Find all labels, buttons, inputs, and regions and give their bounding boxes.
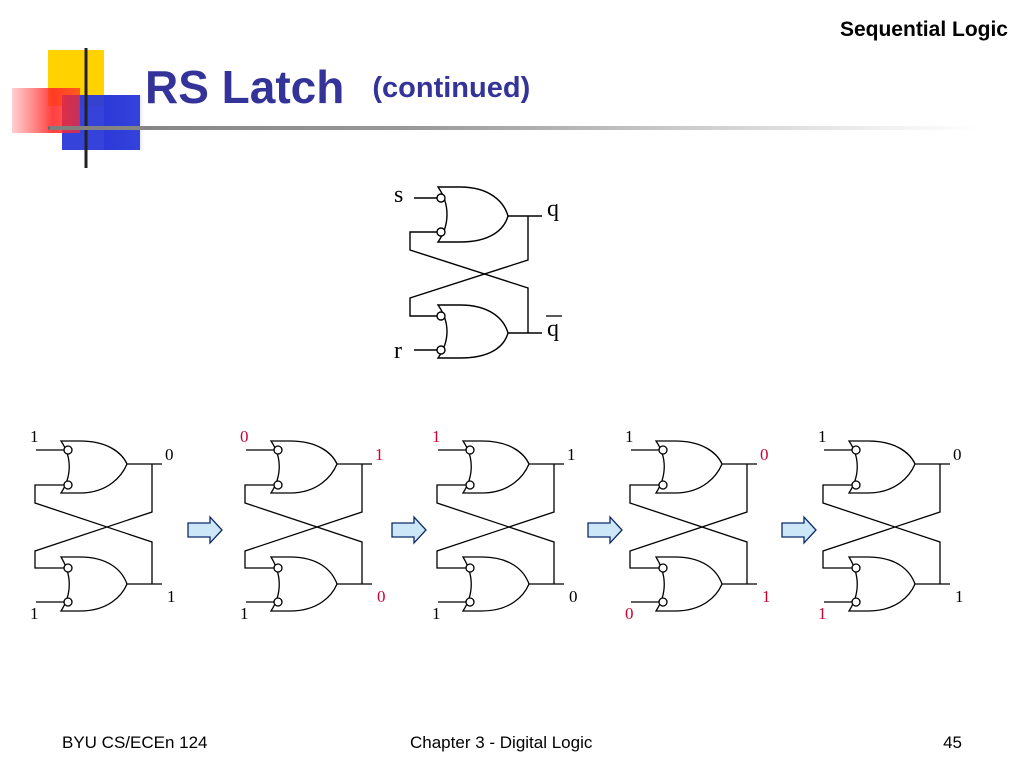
s-value: 0	[240, 427, 249, 446]
page-number: 45	[943, 733, 962, 752]
latch-stage-2: 0 1 0 1	[240, 427, 386, 623]
top-nand-gate	[436, 186, 509, 243]
feedback-wire-1	[409, 231, 529, 333]
feedback-wire-1	[436, 484, 555, 584]
bottom-gate-bubble-2	[273, 597, 283, 607]
section-label: Sequential Logic	[839, 18, 1008, 41]
feedback-wire-1	[244, 484, 363, 584]
bottom-gate-bubble-1	[658, 563, 668, 573]
r-value: 1	[240, 604, 249, 623]
qbar-value: 0	[569, 587, 578, 606]
bottom-gate-bubble-1	[273, 563, 283, 573]
bottom-nand-gate	[436, 304, 509, 359]
top-gate-bubble-2	[63, 480, 73, 490]
top-nand-gate	[269, 440, 338, 494]
bottom-gate-bubble-2	[658, 597, 668, 607]
bottom-gate-bubble-2	[436, 345, 446, 355]
qbar-value: 1	[167, 587, 176, 606]
top-nand-gate	[654, 440, 723, 494]
top-gate-bubble-1	[465, 445, 475, 455]
q-value: 1	[375, 445, 384, 464]
bottom-gate-bubble-2	[851, 597, 861, 607]
bottom-gate-bubble-1	[851, 563, 861, 573]
q-label: q	[547, 196, 559, 222]
q-value: 0	[953, 445, 962, 464]
bottom-nand-gate	[59, 556, 128, 612]
rs-latch-diagram: s r q q	[394, 182, 562, 364]
q-value: 0	[165, 445, 174, 464]
footer-chapter: Chapter 3 - Digital Logic	[410, 733, 593, 752]
s-value: 1	[818, 427, 827, 446]
r-value: 0	[625, 604, 634, 623]
slide-title: RS Latch (continued)	[145, 60, 530, 114]
top-gate-bubble-2	[436, 227, 446, 237]
feedback-wire-1	[629, 484, 748, 584]
feedback-wire-1	[34, 484, 153, 584]
top-gate-bubble-2	[273, 480, 283, 490]
feedback-wire-2	[436, 464, 555, 569]
bottom-gate-bubble-1	[63, 563, 73, 573]
bottom-nand-gate	[461, 556, 530, 612]
top-nand-gate	[59, 440, 128, 494]
latch-stage-5: 1 0 1 1	[818, 427, 964, 623]
bottom-nand-gate	[269, 556, 338, 612]
r-label: r	[394, 338, 402, 364]
top-gate-bubble-2	[658, 480, 668, 490]
footer-course: BYU CS/ECEn 124	[62, 733, 208, 752]
top-gate-bubble-1	[63, 445, 73, 455]
r-value: 1	[818, 604, 827, 623]
s-value: 1	[432, 427, 441, 446]
top-gate-bubble-1	[273, 445, 283, 455]
latch-stage-1: 1 0 1 1	[30, 427, 176, 623]
qbar-value: 0	[377, 587, 386, 606]
latch-stage-3: 1 1 0 1	[432, 427, 578, 623]
top-gate-bubble-1	[658, 445, 668, 455]
s-label: s	[394, 182, 403, 208]
latch-stage-4: 1 0 1 0	[625, 427, 771, 623]
feedback-wire-2	[822, 464, 941, 569]
feedback-wire-1	[822, 484, 941, 584]
feedback-wire-2	[244, 464, 363, 569]
bottom-gate-bubble-2	[465, 597, 475, 607]
s-value: 1	[30, 427, 39, 446]
deco-red-square	[12, 88, 80, 133]
latch-state-sequence: 1 0 1 1 0 1 0 1 1 1 0 1 1 0 1 0 1 0 1 1	[30, 427, 964, 623]
q-bar-label: q	[547, 316, 559, 342]
transition-arrow-icon	[587, 515, 623, 545]
q-value: 0	[760, 445, 769, 464]
qbar-value: 1	[955, 587, 964, 606]
r-value: 1	[30, 604, 39, 623]
top-gate-bubble-2	[851, 480, 861, 490]
top-nand-gate	[847, 440, 916, 494]
transition-arrow-icon	[391, 515, 427, 545]
title-main: RS Latch	[145, 61, 345, 113]
bottom-nand-gate	[847, 556, 916, 612]
r-value: 1	[432, 604, 441, 623]
top-gate-bubble-2	[465, 480, 475, 490]
top-gate-bubble-1	[851, 445, 861, 455]
top-nand-gate	[461, 440, 530, 494]
feedback-wire-2	[34, 464, 153, 569]
title-rule	[50, 126, 980, 130]
top-gate-bubble-1	[436, 193, 446, 203]
bottom-gate-bubble-2	[63, 597, 73, 607]
bottom-gate-bubble-1	[436, 311, 446, 321]
qbar-value: 1	[762, 587, 771, 606]
q-value: 1	[567, 445, 576, 464]
bottom-nand-gate	[654, 556, 723, 612]
transition-arrow-icon	[187, 515, 223, 545]
bottom-gate-bubble-1	[465, 563, 475, 573]
s-value: 1	[625, 427, 634, 446]
feedback-wire-2	[629, 464, 748, 569]
feedback-wire-2	[409, 216, 529, 317]
transition-arrow-icon	[781, 515, 817, 545]
title-subtitle: (continued)	[372, 72, 531, 104]
